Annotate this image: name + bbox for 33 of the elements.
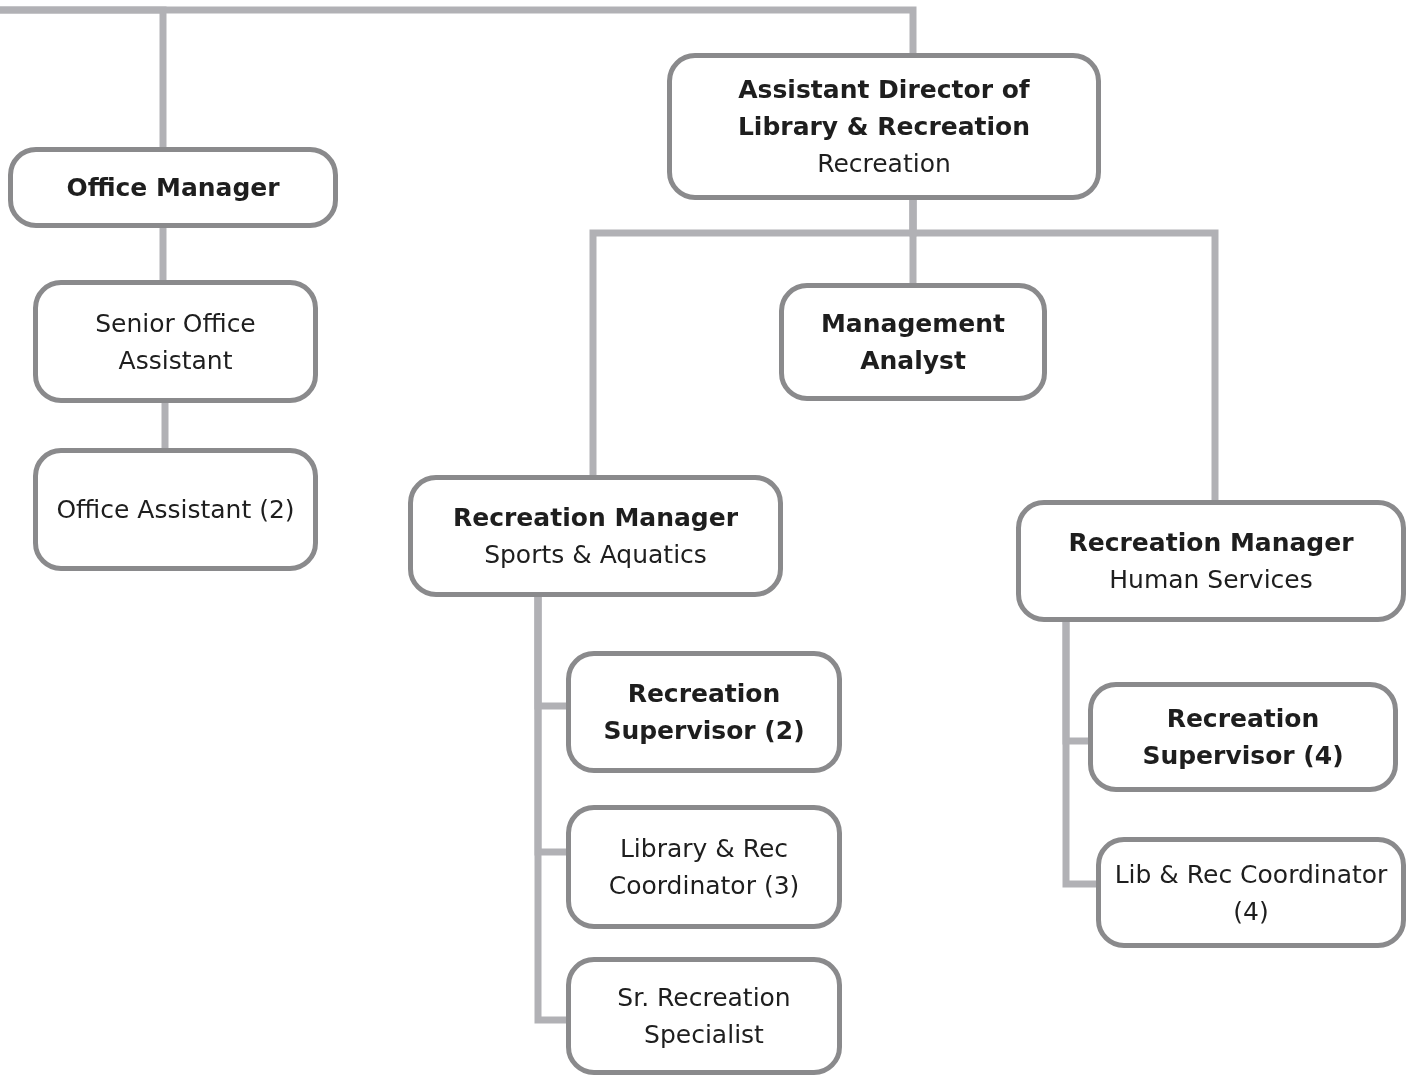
position-box: [1016, 500, 1406, 622]
position-box: [566, 957, 842, 1075]
position-subtitle: Sports & Aquatics: [484, 539, 707, 571]
connector-line: [534, 597, 566, 1024]
position-subtitle: Sr. Recreation Specialist: [616, 982, 792, 1051]
position-title: Recreation Manager: [453, 502, 738, 534]
position-subtitle: Office Assistant (2): [56, 494, 295, 526]
connector-line: [1062, 622, 1096, 888]
position-box: [566, 805, 842, 929]
connector-line: [909, 200, 1219, 500]
position-subtitle: Lib & Rec Coordinator (4): [1113, 858, 1389, 928]
position-subtitle: Recreation: [817, 148, 951, 180]
connector-line: [159, 228, 167, 280]
position-box: [408, 475, 783, 597]
position-box: [33, 280, 318, 403]
position-title: Office Manager: [66, 172, 280, 204]
position-subtitle: Library & Rec Coordinator (3): [607, 833, 801, 902]
position-subtitle: Human Services: [1109, 564, 1313, 596]
position-box: [1096, 837, 1406, 948]
position-box: [8, 147, 338, 228]
position-box: [667, 53, 1101, 200]
position-box: [33, 448, 318, 571]
position-box: [566, 651, 842, 773]
connector-line: [0, 6, 917, 53]
position-subtitle: Senior Office Assistant: [94, 307, 257, 377]
position-title: Recreation Manager: [1068, 527, 1354, 559]
connector-line: [161, 403, 169, 448]
position-title: Recreation Supervisor (2): [602, 678, 806, 747]
position-title: Recreation Supervisor (4): [1141, 703, 1345, 772]
position-title: Assistant Director of Library & Recreation: [736, 74, 1032, 143]
position-box: [1088, 682, 1398, 792]
position-title: Management Analyst: [820, 308, 1006, 377]
position-box: [779, 283, 1047, 401]
